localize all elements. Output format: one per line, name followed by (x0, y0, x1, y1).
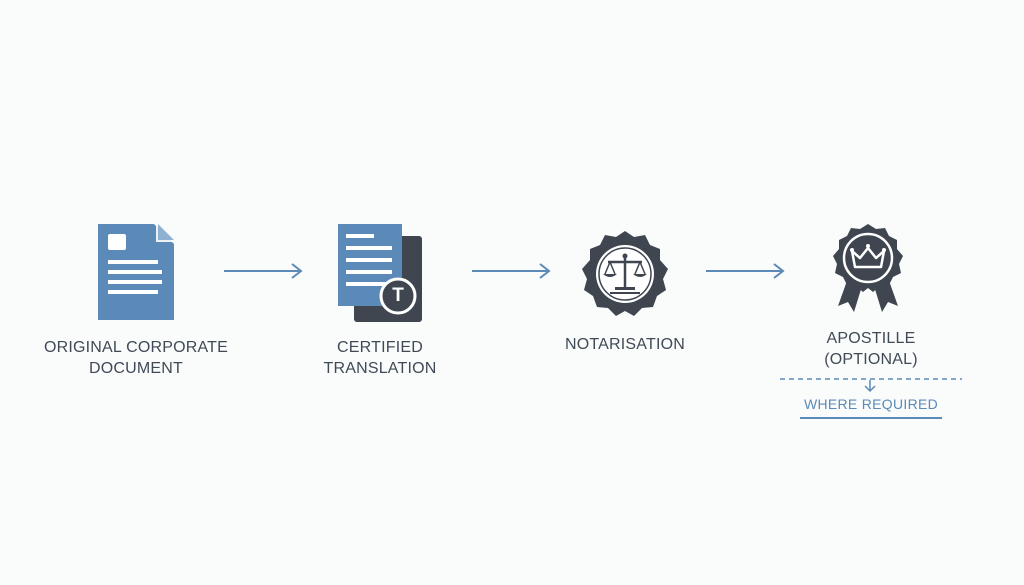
dashed-divider (780, 378, 962, 393)
arrow-right-icon (224, 263, 303, 279)
arrow-right-icon (472, 263, 551, 279)
translation-badge-letter: T (392, 285, 404, 306)
step-label-original-document: ORIGINAL CORPORATE DOCUMENT (43, 339, 229, 377)
step-label-certified-translation: CERTIFIED TRANSLATION (323, 339, 437, 377)
translation-document-icon (338, 224, 422, 322)
scales-seal-icon (582, 231, 668, 316)
document-icon (98, 224, 174, 320)
step-label-apostille: APOSTILLE (OPTIONAL) (824, 330, 918, 368)
step-label-notarisation: NOTARISATION (564, 336, 686, 353)
where-required-note: WHERE REQUIRED (780, 372, 962, 422)
note-underline (800, 417, 942, 419)
where-required-label: WHERE REQUIRED (803, 396, 939, 412)
arrow-right-icon (706, 263, 785, 279)
crown-rosette-icon (833, 224, 903, 312)
